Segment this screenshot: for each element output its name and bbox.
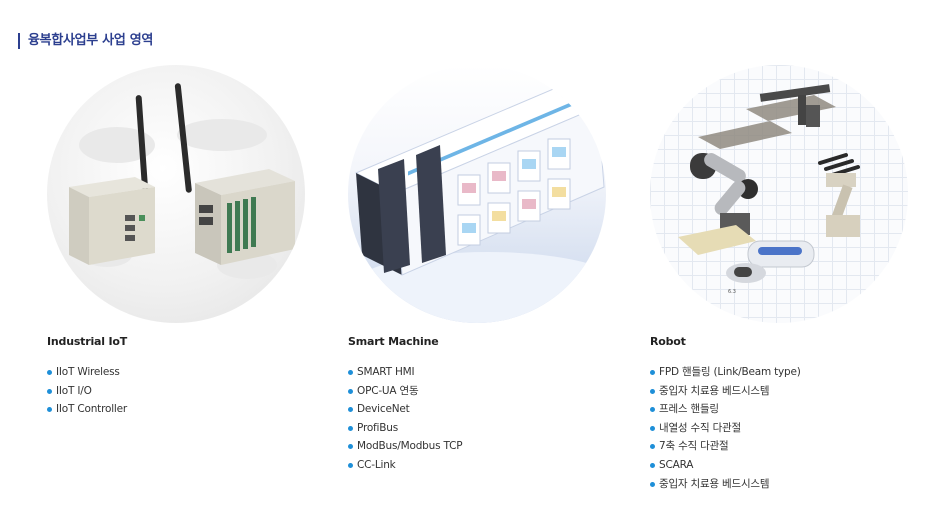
item-list: FPD 핸들링 (Link/Beam type) 중입자 치료용 베드시스템 프… — [650, 363, 910, 493]
list-item: OPC-UA 연동 — [348, 382, 608, 401]
list-item: ProfiBus — [348, 419, 608, 438]
list-item: 중입자 치료용 베드시스템 — [650, 382, 910, 401]
column-title: Robot — [650, 335, 686, 348]
section-title: 융복합사업부 사업 영역 — [18, 33, 153, 49]
list-item: FPD 핸들링 (Link/Beam type) — [650, 363, 910, 382]
list-item: IIoT I/O — [47, 382, 307, 401]
iot-gateway-icon — [69, 83, 295, 279]
list-item: DeviceNet — [348, 400, 608, 419]
robot-arms-icon: 6.3 — [678, 84, 860, 295]
column-title: Industrial IoT — [47, 335, 128, 348]
business-area-smart-machine: Smart Machine SMART HMI OPC-UA 연동 Device… — [348, 65, 608, 475]
list-item: CC-Link — [348, 456, 608, 475]
list-item: IIoT Controller — [47, 400, 307, 419]
industrial-iot-image — [47, 65, 305, 323]
list-item: SMART HMI — [348, 363, 608, 382]
list-item: 7축 수직 다관절 — [650, 437, 910, 456]
robot-image: 6.3 — [650, 65, 908, 323]
business-area-industrial-iot: Industrial IoT IIoT Wireless IIoT I/O II… — [47, 65, 307, 419]
list-item: 내열성 수직 다관절 — [650, 419, 910, 438]
column-title: Smart Machine — [348, 335, 439, 348]
list-item: IIoT Wireless — [47, 363, 307, 382]
list-item: 중입자 치료용 베드시스템 — [650, 475, 910, 494]
list-item: 프레스 핸들링 — [650, 400, 910, 419]
item-list: SMART HMI OPC-UA 연동 DeviceNet ProfiBus M… — [348, 363, 608, 475]
item-list: IIoT Wireless IIoT I/O IIoT Controller — [47, 363, 307, 419]
list-item: SCARA — [650, 456, 910, 475]
svg-text:6.3: 6.3 — [728, 289, 736, 295]
hmi-screens-icon — [348, 86, 606, 323]
business-area-robot: 6.3 Robot FPD 핸들링 (Link/Beam type) 중입자 치… — [650, 65, 910, 493]
list-item: ModBus/Modbus TCP — [348, 437, 608, 456]
smart-machine-image — [348, 65, 606, 323]
